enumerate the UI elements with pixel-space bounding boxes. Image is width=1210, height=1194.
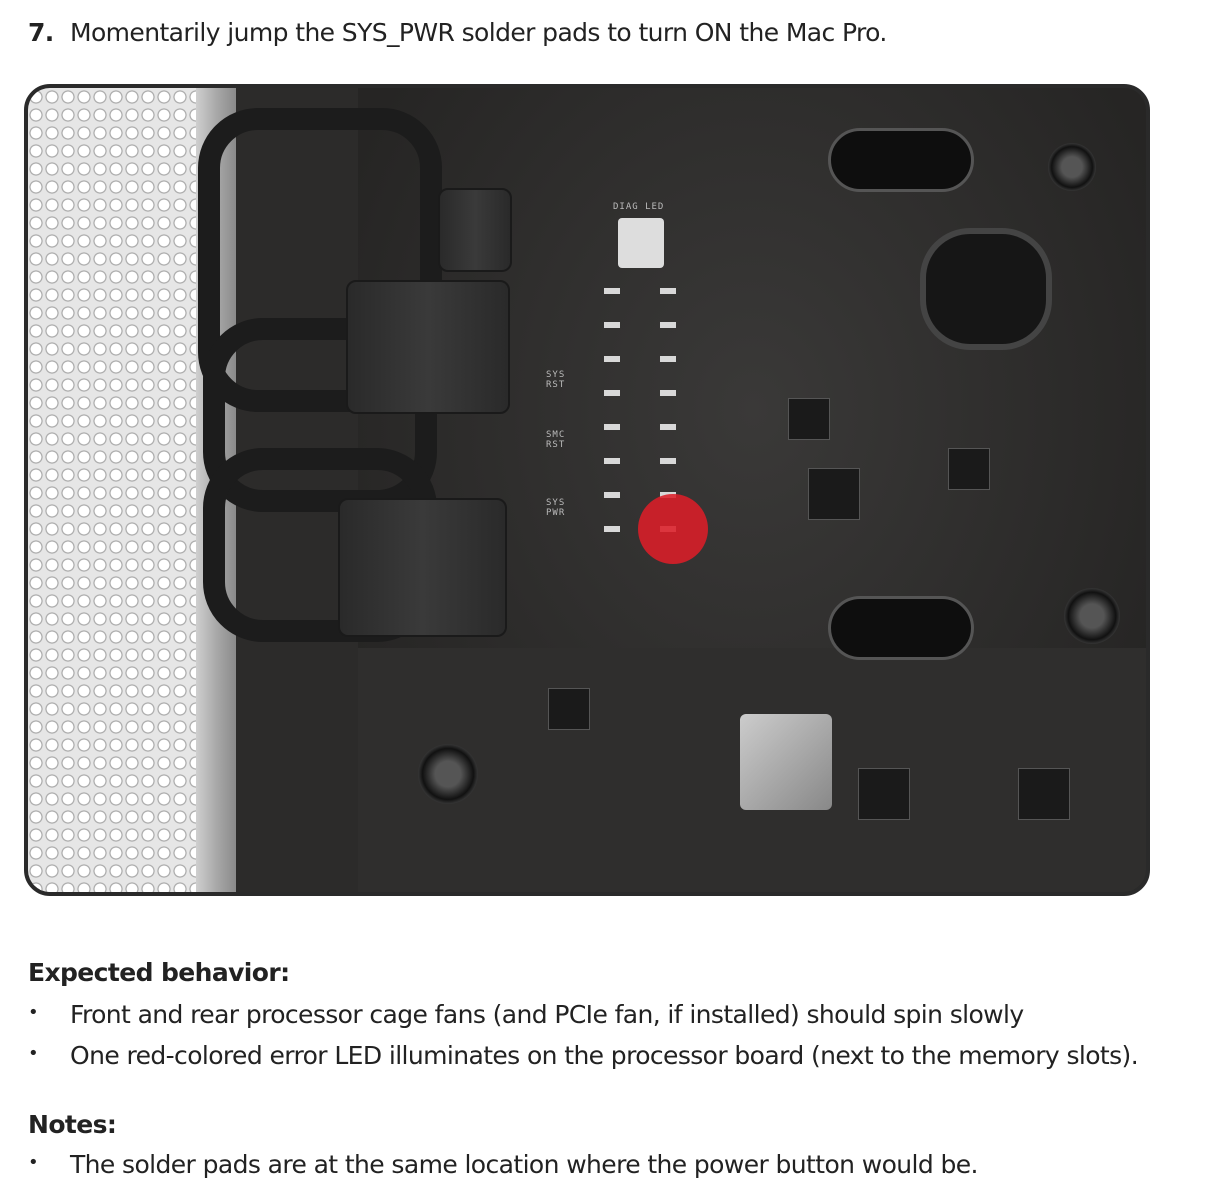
diag-button	[618, 218, 664, 268]
standoff-slot	[828, 596, 974, 660]
note-item: The solder pads are at the same location…	[70, 1150, 978, 1179]
chip	[788, 398, 830, 440]
silkscreen-diag-led: DIAG LED	[613, 202, 665, 212]
silkscreen-sys-rst: SYS RST	[546, 370, 566, 390]
bullet: •	[28, 1043, 39, 1064]
chip	[808, 468, 860, 520]
screw	[1064, 588, 1120, 644]
expected-item: Front and rear processor cage fans (and …	[70, 1000, 1024, 1029]
chip	[858, 768, 910, 820]
perforated-panel	[28, 88, 218, 892]
solder-pads	[604, 288, 620, 548]
bullet: •	[28, 1002, 39, 1023]
mac-pro-board-photo: DIAG LED SYS PWR SMC RST SYS RST	[24, 84, 1150, 896]
step-instruction: Momentarily jump the SYS_PWR solder pads…	[70, 18, 887, 47]
inductor	[740, 714, 832, 810]
silkscreen-sys-pwr: SYS PWR	[546, 498, 566, 518]
solder-pads	[660, 288, 676, 548]
screw	[1048, 143, 1096, 191]
standoff-slot	[828, 128, 974, 192]
fan-connector	[438, 188, 512, 272]
screw	[418, 744, 478, 804]
expected-heading: Expected behavior:	[28, 958, 290, 987]
notes-heading: Notes:	[28, 1110, 117, 1139]
molex-connector-b	[338, 498, 507, 637]
silkscreen-smc-rst: SMC RST	[546, 430, 566, 450]
molex-connector-a	[346, 280, 510, 414]
sys-pwr-highlight	[638, 494, 708, 564]
pcie-power-connector	[920, 228, 1052, 350]
chip	[948, 448, 990, 490]
chip	[1018, 768, 1070, 820]
step-number: 7.	[28, 18, 54, 47]
chip	[548, 688, 590, 730]
expected-item: One red-colored error LED illuminates on…	[70, 1041, 1139, 1070]
bullet: •	[28, 1152, 39, 1173]
